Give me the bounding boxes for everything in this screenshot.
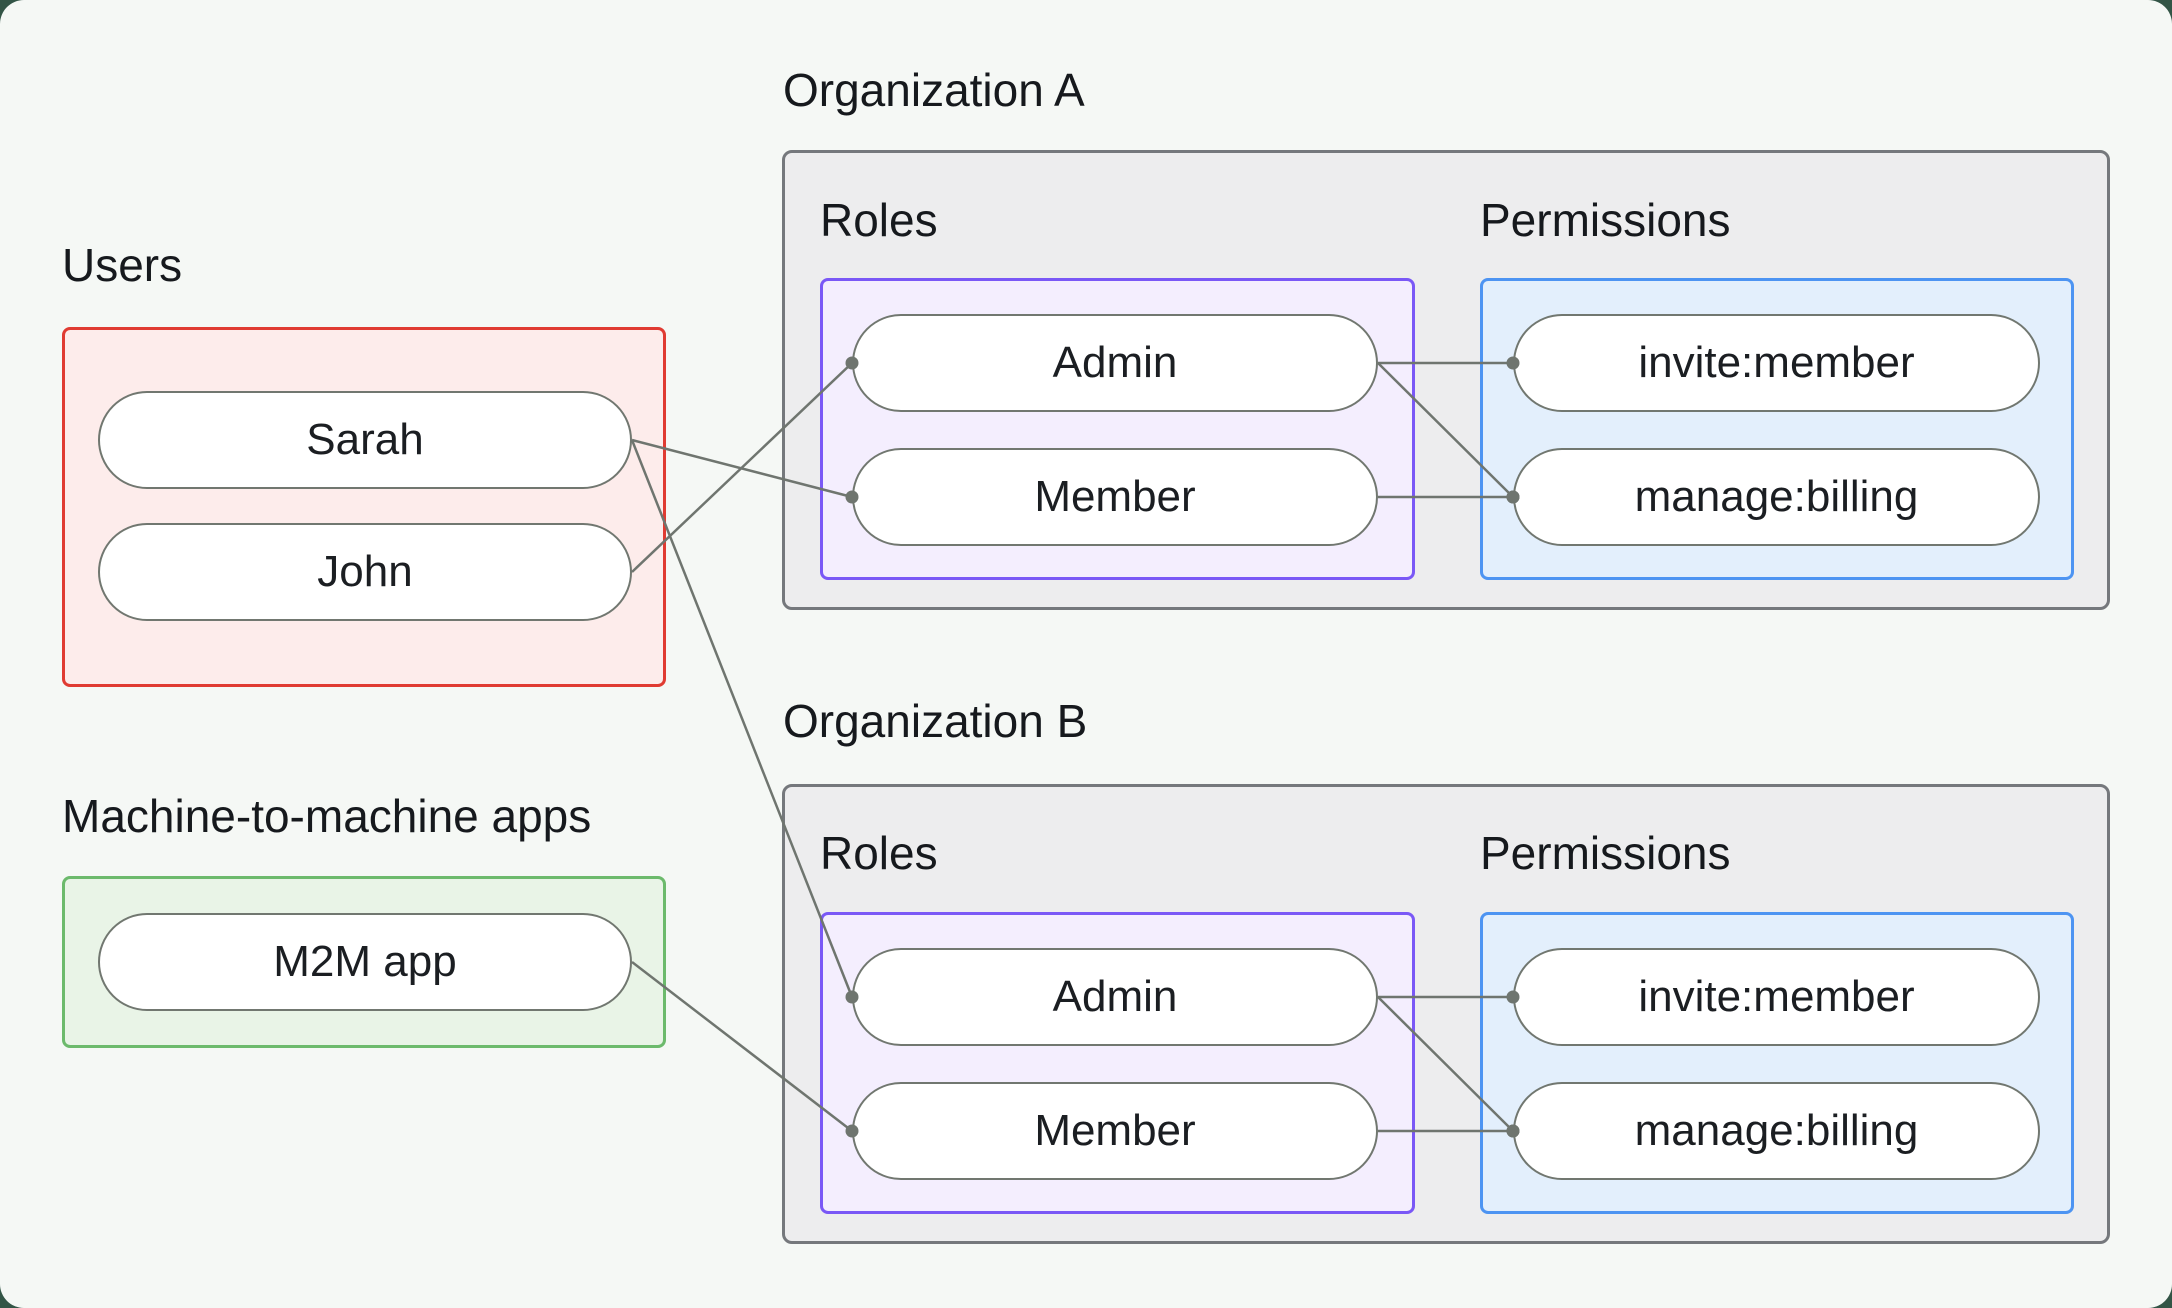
node-org-b-permission-invite-member: invite:member	[1513, 948, 2040, 1046]
node-user-sarah: Sarah	[98, 391, 632, 489]
node-org-b-role-member: Member	[852, 1082, 1378, 1180]
node-org-a-permission-manage-billing: manage:billing	[1513, 448, 2040, 546]
users-group-title: Users	[62, 239, 183, 291]
org-a-roles-title: Roles	[820, 194, 938, 246]
node-org-a-permission-invite-member: invite:member	[1513, 314, 2040, 412]
org-a-permissions-title: Permissions	[1480, 194, 1731, 246]
org-b-permissions-title: Permissions	[1480, 827, 1731, 879]
users-group-box	[62, 327, 666, 687]
node-org-a-role-member: Member	[852, 448, 1378, 546]
node-m2m-app: M2M app	[98, 913, 632, 1011]
org-a-title: Organization A	[783, 64, 1085, 116]
m2m-group-title: Machine-to-machine apps	[62, 790, 592, 842]
node-org-a-role-admin: Admin	[852, 314, 1378, 412]
org-b-roles-title: Roles	[820, 827, 938, 879]
node-user-john: John	[98, 523, 632, 621]
node-org-b-role-admin: Admin	[852, 948, 1378, 1046]
node-org-b-permission-manage-billing: manage:billing	[1513, 1082, 2040, 1180]
org-b-title: Organization B	[783, 695, 1088, 747]
